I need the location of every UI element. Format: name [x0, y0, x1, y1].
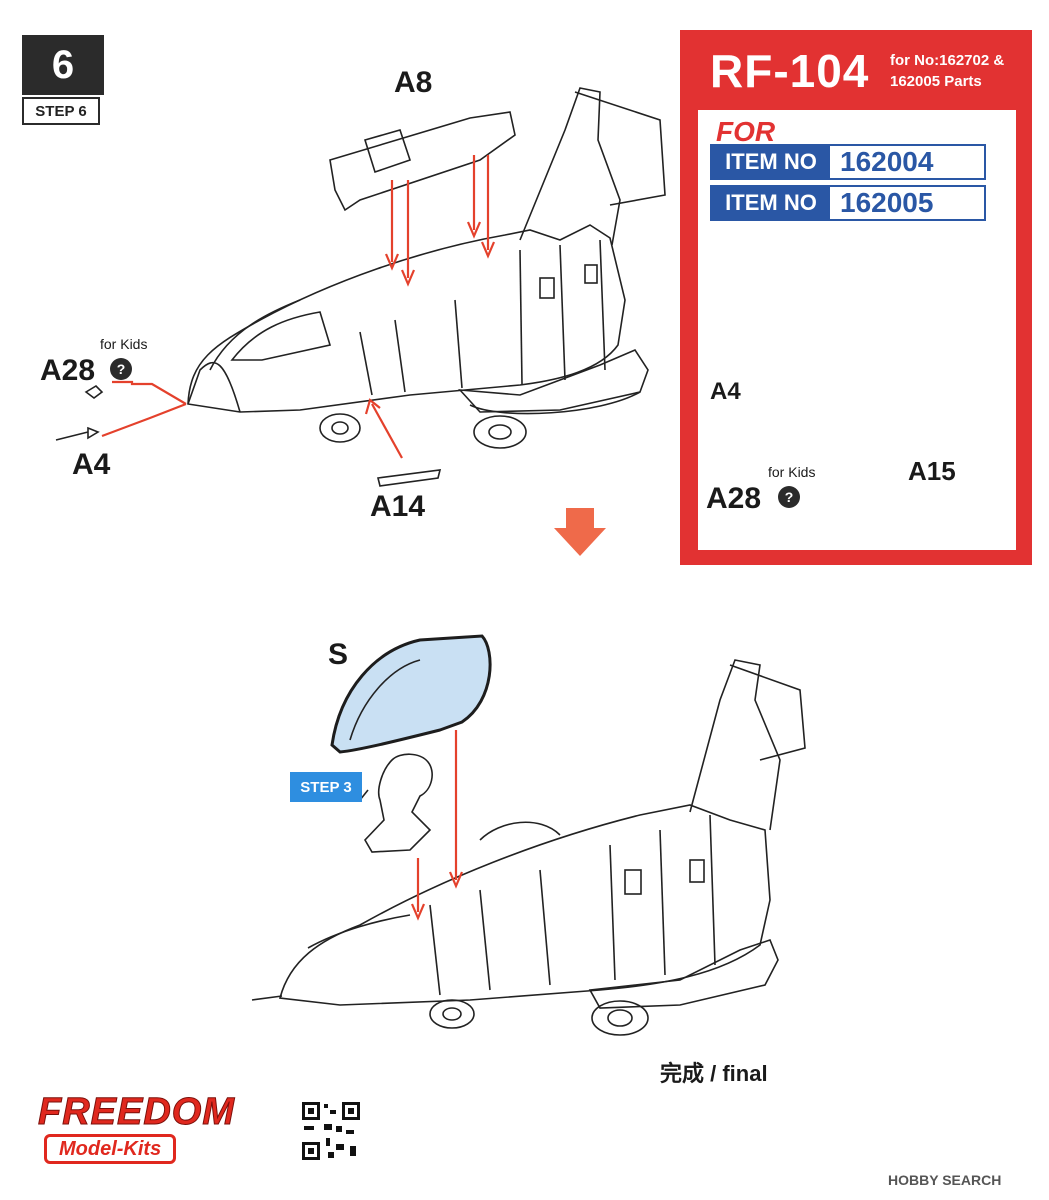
- variant-panel: RF-104 for No:162702 & 162005 Parts FOR …: [680, 30, 1032, 565]
- part-label-a8: A8: [394, 66, 433, 99]
- step-label: STEP 6: [22, 97, 100, 125]
- aircraft-final-drawing: [251, 634, 806, 1036]
- variant-subtitle-line2: 162005 Parts: [890, 73, 982, 90]
- brand-line1: FREEDOM: [38, 1091, 235, 1133]
- part-label-s: S: [328, 638, 349, 671]
- part-label-a4: A4: [72, 448, 111, 481]
- variant-subtitle: for No:162702 & 162005 Parts: [890, 50, 1004, 92]
- item-row: ITEM NO 162004: [710, 144, 986, 180]
- aircraft-top-drawing: [55, 87, 666, 487]
- part-label-a28: A28: [40, 354, 96, 387]
- watermark: HOBBY SEARCH: [888, 1172, 1002, 1188]
- item-tag: ITEM NO: [712, 187, 830, 219]
- part-label-a14: A14: [370, 490, 426, 523]
- variant-title: RF-104: [710, 45, 870, 97]
- step-number: 6: [22, 35, 104, 95]
- down-arrow-icon: [554, 508, 606, 556]
- canopy-part: [330, 634, 492, 754]
- qr-code: [300, 1100, 362, 1162]
- step-badge: 6 STEP 6: [22, 35, 104, 125]
- help-icon: ?: [110, 358, 132, 380]
- item-number: 162005: [840, 187, 934, 218]
- variant-label-a28: A28: [706, 482, 762, 515]
- final-label: 完成 / final: [660, 1061, 768, 1086]
- brand-line2: Model-Kits: [44, 1134, 177, 1164]
- item-tag: ITEM NO: [712, 146, 830, 178]
- variant-label-a4: A4: [710, 378, 741, 405]
- variant-for-kids-note: for Kids: [768, 464, 816, 480]
- step3-reference-badge: STEP 3: [290, 772, 362, 802]
- for-kids-note: for Kids: [100, 336, 148, 352]
- item-number: 162004: [840, 146, 934, 177]
- variant-label-a15: A15: [908, 456, 956, 486]
- item-row: ITEM NO 162005: [710, 185, 986, 221]
- variant-help-icon: ?: [778, 486, 800, 508]
- brand-logo: FREEDOM Model-Kits: [38, 1092, 270, 1164]
- variant-subtitle-line1: for No:162702 &: [890, 52, 1005, 69]
- variant-inner-box: [698, 110, 1016, 550]
- for-label: FOR: [716, 116, 776, 147]
